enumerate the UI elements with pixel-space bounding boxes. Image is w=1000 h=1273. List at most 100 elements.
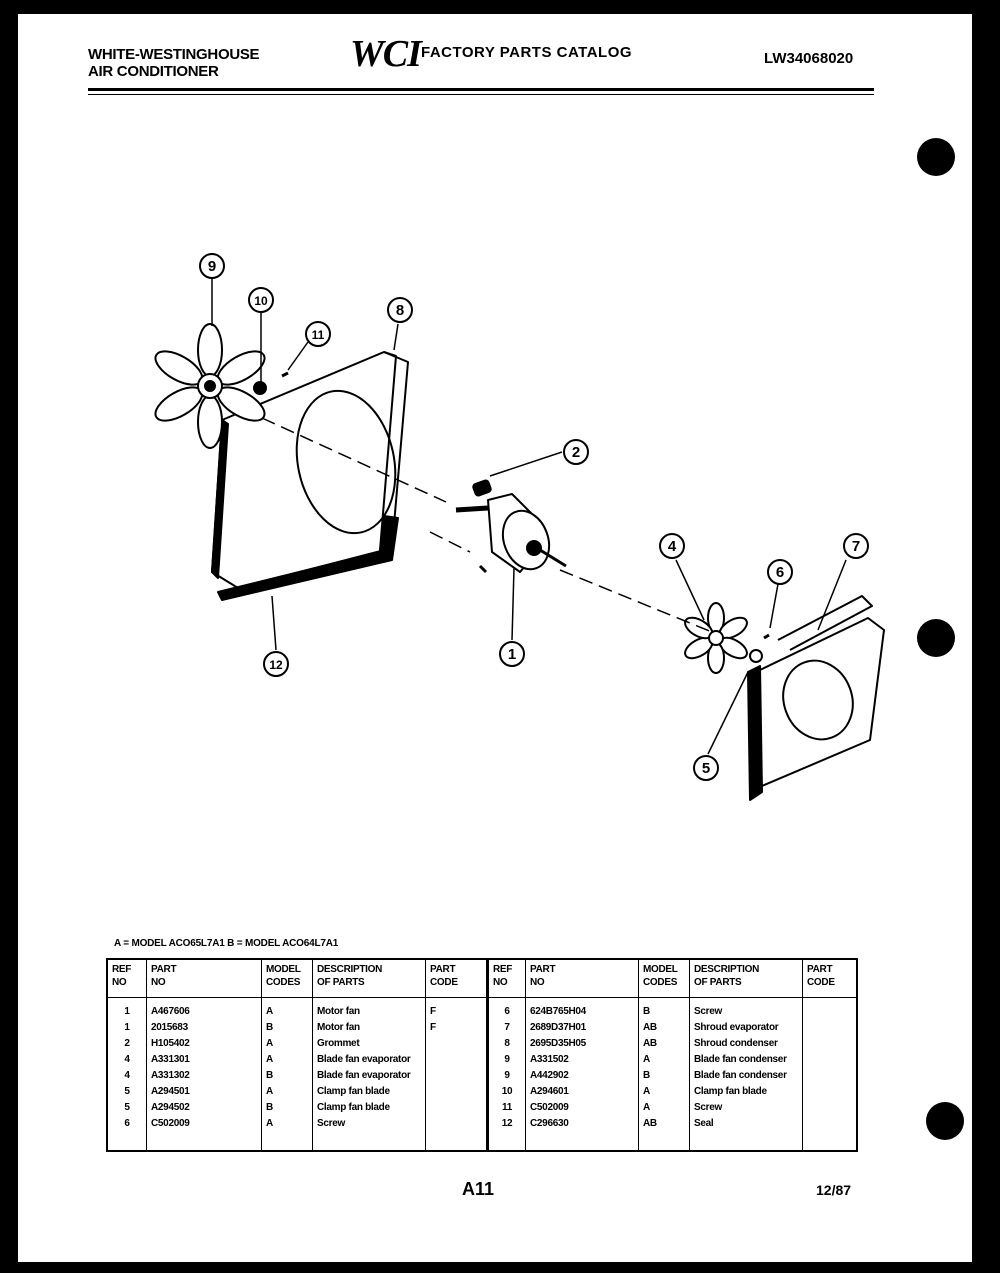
- callout-label-2: 2: [572, 444, 580, 461]
- cell-description-right: Screw: [689, 1100, 803, 1116]
- evaporator-fan-blade: [684, 602, 748, 674]
- cell-description: Grommet: [312, 1036, 426, 1052]
- cell-ref-no: 4: [106, 1068, 147, 1084]
- brand-block: WHITE-WESTINGHOUSE AIR CONDITIONER: [88, 46, 260, 80]
- cell-description-right: Blade fan condenser: [689, 1052, 803, 1068]
- cell-part-code: [425, 1052, 488, 1068]
- callout-label-1: 1: [508, 646, 516, 663]
- callout-6: [767, 559, 793, 585]
- cell-part-code: F: [425, 1020, 488, 1036]
- cell-ref-no: 5: [106, 1100, 147, 1116]
- cell-part-code: [425, 1116, 488, 1151]
- screw-11: [281, 371, 289, 378]
- cell-part-no-right: A442902: [525, 1068, 639, 1084]
- cell-model-code: B: [261, 1020, 313, 1036]
- catalog-date: 12/87: [816, 1182, 852, 1198]
- cell-part-code-right: [802, 997, 857, 1020]
- cell-description-right: Screw: [689, 997, 803, 1020]
- cell-model-code: A: [261, 1036, 313, 1052]
- cell-model-code-right: AB: [638, 1020, 690, 1036]
- cell-ref-no: 1: [106, 1020, 147, 1036]
- callout-10: [248, 287, 274, 313]
- cell-ref-no: 1: [106, 997, 147, 1020]
- cell-ref-no-right: 10: [486, 1084, 526, 1100]
- cell-model-code: B: [261, 1068, 313, 1084]
- callout-8: [387, 297, 413, 323]
- callout-12: [263, 651, 289, 677]
- cell-model-code-right: A: [638, 1084, 690, 1100]
- evaporator-shroud: [747, 595, 885, 801]
- callout-11: [305, 321, 331, 347]
- cell-description: Blade fan evaporator: [312, 1068, 426, 1084]
- callout-4: [659, 533, 685, 559]
- callout-label-8: 8: [396, 302, 404, 319]
- callout-1: [499, 641, 525, 667]
- cell-description-right: Seal: [689, 1116, 803, 1151]
- cell-description-right: Blade fan condenser: [689, 1068, 803, 1084]
- clamp-fan-blade-5: [749, 649, 763, 663]
- cell-ref-no-right: 11: [486, 1100, 526, 1116]
- model-legend: A = MODEL ACO65L7A1 B = MODEL ACO64L7A1: [114, 938, 339, 949]
- cell-description: Screw: [312, 1116, 426, 1151]
- cell-description: Clamp fan blade: [312, 1084, 426, 1100]
- callout-label-10: 10: [254, 294, 268, 308]
- cell-part-no: H105402: [146, 1036, 262, 1052]
- cell-model-code-right: AB: [638, 1116, 690, 1151]
- brand-line1: WHITE-WESTINGHOUSE: [88, 46, 260, 63]
- cell-part-no: A331301: [146, 1052, 262, 1068]
- cell-part-no-right: C502009: [525, 1100, 639, 1116]
- callout-2: [563, 439, 589, 465]
- cell-part-no: C502009: [146, 1116, 262, 1151]
- cell-ref-no-right: 7: [486, 1020, 526, 1036]
- cell-part-code: [425, 1036, 488, 1052]
- brand-line2: AIR CONDITIONER: [88, 63, 219, 80]
- cell-ref-no: 4: [106, 1052, 147, 1068]
- cell-description-right: Shroud evaporator: [689, 1020, 803, 1036]
- cell-part-no: A294501: [146, 1084, 262, 1100]
- grommet: [472, 479, 492, 497]
- cell-part-no-right: 2689D37H01: [525, 1020, 639, 1036]
- cell-part-no-right: A294601: [525, 1084, 639, 1100]
- cell-model-code-right: AB: [638, 1036, 690, 1052]
- cell-part-code-right: [802, 1116, 857, 1151]
- cell-part-no: A467606: [146, 997, 262, 1020]
- callout-label-4: 4: [668, 538, 677, 555]
- cell-part-no-right: C296630: [525, 1116, 639, 1151]
- callout-label-12: 12: [269, 658, 283, 672]
- callout-7: [843, 533, 869, 559]
- cell-part-code: [425, 1068, 488, 1084]
- cell-description: Clamp fan blade: [312, 1100, 426, 1116]
- callout-label-5: 5: [702, 760, 710, 777]
- clamp-fan-blade-10: [253, 381, 267, 395]
- callout-label-9: 9: [208, 258, 216, 275]
- cell-part-no-right: 2695D35H05: [525, 1036, 639, 1052]
- callout-label-7: 7: [852, 538, 860, 555]
- condenser-fan-blade: [154, 323, 266, 449]
- binder-hole-middle: [917, 619, 955, 657]
- callout-9: [199, 253, 225, 279]
- cell-description-right: Shroud condenser: [689, 1036, 803, 1052]
- cell-model-code-right: A: [638, 1052, 690, 1068]
- cell-model-code: B: [261, 1100, 313, 1116]
- cell-part-code-right: [802, 1052, 857, 1068]
- cell-part-no: A331302: [146, 1068, 262, 1084]
- cell-part-code: [425, 1100, 488, 1116]
- wci-logo: WCI: [350, 33, 422, 75]
- binder-hole-top: [917, 138, 955, 176]
- cell-model-code: A: [261, 1084, 313, 1100]
